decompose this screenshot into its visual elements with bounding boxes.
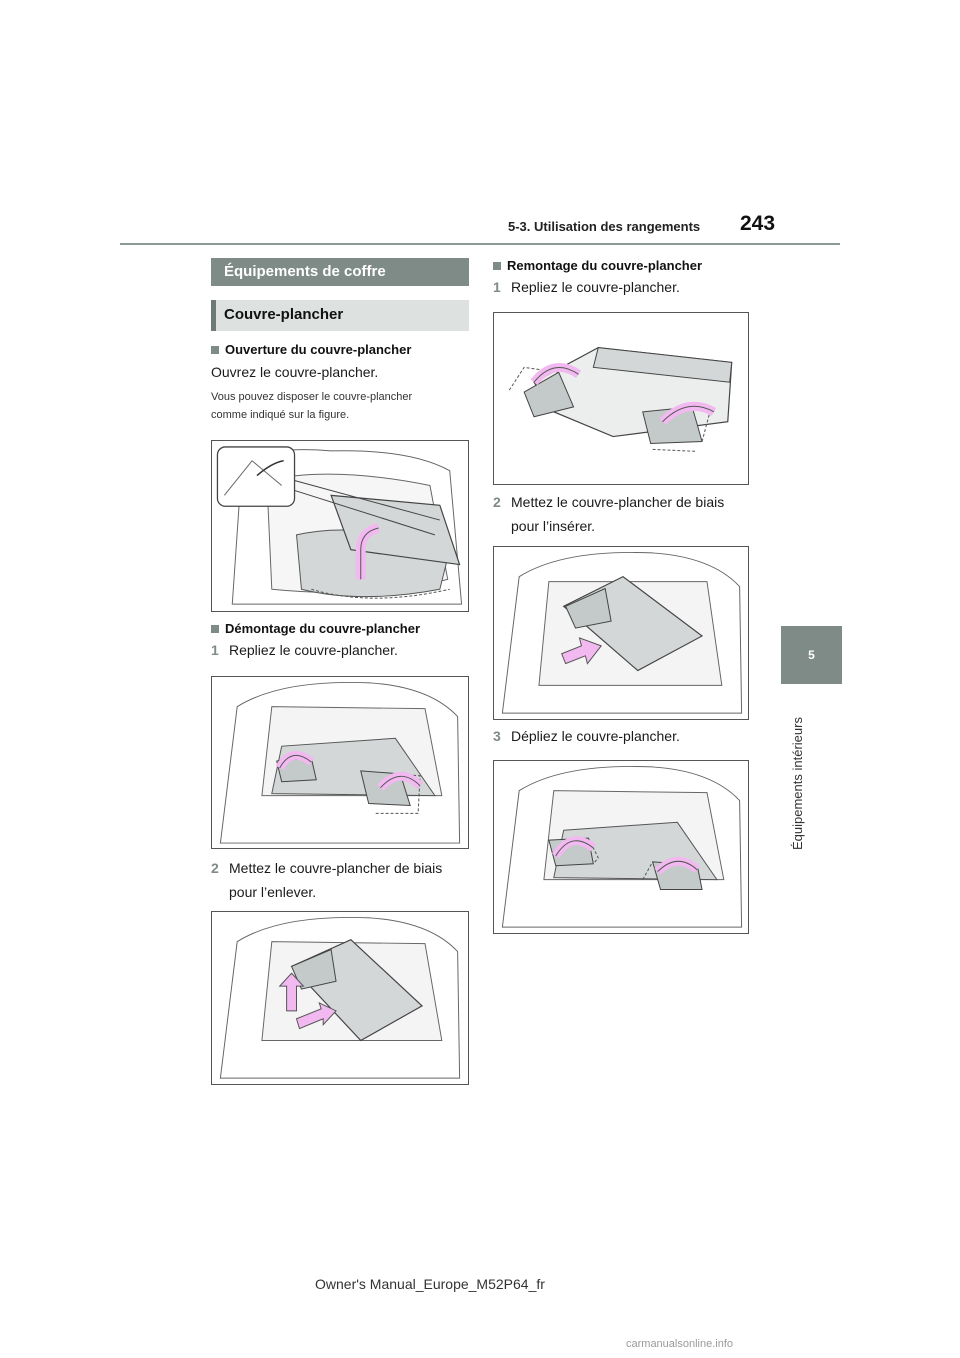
- step-number: 1: [493, 279, 501, 295]
- step-number: 3: [493, 728, 501, 744]
- figure-installation-unfold-illustration: [501, 765, 743, 928]
- figure-removal-tilt-illustration: [219, 916, 461, 1079]
- figure-opening-illustration: [216, 446, 463, 605]
- figure-installation-tilt: [493, 546, 749, 720]
- header-section-title: 5-3. Utilisation des rangements: [508, 219, 701, 234]
- step-text: pour l’enlever.: [229, 884, 317, 900]
- page-number: 243: [740, 212, 776, 235]
- removal-heading-text: Démontage du couvre-plancher: [225, 621, 421, 636]
- figure-installation-fold-illustration: [508, 346, 733, 452]
- installation-heading: Remontage du couvre-plancher: [493, 258, 702, 273]
- bullet-square-icon: [493, 262, 501, 270]
- removal-step-2: 2 Mettez le couvre-plancher de biais pour…: [211, 856, 471, 904]
- chapter-side-label: Équipements intérieurs: [786, 690, 808, 850]
- removal-heading: Démontage du couvre-plancher: [211, 621, 420, 636]
- opening-note-line: Vous pouvez disposer le couvre-plancher: [211, 391, 413, 403]
- step-text: Mettez le couvre-plancher de biais: [229, 860, 443, 876]
- figure-installation-fold: [493, 312, 749, 485]
- section-title: Équipements de coffre: [211, 258, 469, 286]
- figure-installation-unfold: [493, 760, 749, 934]
- figure-removal-fold: [211, 676, 469, 849]
- opening-text: Ouvrez le couvre-plancher.: [211, 364, 379, 380]
- step-number: 1: [211, 642, 219, 658]
- step-text: Repliez le couvre-plancher.: [511, 279, 680, 295]
- bullet-square-icon: [211, 625, 219, 633]
- bullet-square-icon: [211, 346, 219, 354]
- figure-installation-tilt-illustration: [501, 551, 743, 714]
- subsection-title: Couvre-plancher: [211, 300, 469, 331]
- figure-opening: [211, 440, 469, 612]
- opening-heading-text: Ouverture du couvre-plancher: [225, 342, 412, 357]
- installation-step-2: 2 Mettez le couvre-plancher de biais pour…: [493, 490, 753, 538]
- watermark: carmanualsonline.info: [626, 1338, 734, 1350]
- step-text: pour l’insérer.: [511, 518, 596, 534]
- header-rule: [120, 243, 840, 245]
- footer-text: Owner's Manual_Europe_M52P64_fr: [315, 1276, 545, 1292]
- chapter-title: Équipements intérieurs: [790, 717, 805, 850]
- removal-step-1: 1 Repliez le couvre-plancher.: [211, 638, 471, 662]
- installation-step-3: 3 Dépliez le couvre-plancher.: [493, 724, 753, 748]
- opening-note-line: comme indiqué sur la figure.: [211, 409, 350, 421]
- opening-note: Vous pouvez disposer le couvre-plancher …: [211, 388, 471, 424]
- step-text: Repliez le couvre-plancher.: [229, 642, 398, 658]
- figure-removal-fold-illustration: [219, 681, 461, 844]
- step-text: Dépliez le couvre-plancher.: [511, 728, 680, 744]
- installation-step-1: 1 Repliez le couvre-plancher.: [493, 275, 753, 299]
- step-text: Mettez le couvre-plancher de biais: [511, 494, 725, 510]
- chapter-number: 5: [808, 648, 815, 662]
- step-number: 2: [493, 494, 501, 510]
- figure-removal-tilt: [211, 911, 469, 1085]
- installation-heading-text: Remontage du couvre-plancher: [507, 258, 703, 273]
- opening-heading: Ouverture du couvre-plancher: [211, 342, 411, 357]
- step-number: 2: [211, 860, 219, 876]
- chapter-tab: 5: [781, 626, 842, 684]
